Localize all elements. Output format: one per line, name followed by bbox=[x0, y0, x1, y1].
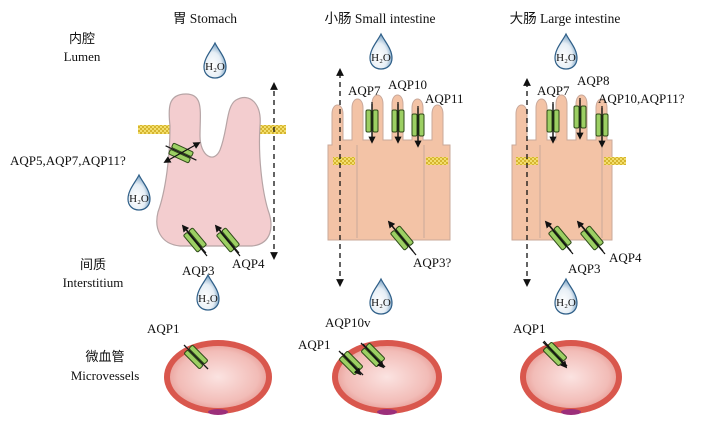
water-flow-arrow bbox=[214, 224, 241, 257]
tight-junction-left bbox=[333, 157, 355, 165]
tight-junction-right bbox=[252, 125, 286, 134]
stomach-aqp1-label: AQP1 bbox=[147, 321, 180, 336]
small-aqp7-label: AQP7 bbox=[348, 83, 381, 98]
large-aqp8-label: AQP8 bbox=[577, 73, 610, 88]
large-intestine-title: 大肠 Large intestine bbox=[510, 11, 621, 26]
water-flow-arrow bbox=[163, 142, 201, 163]
large-intestine-panel: H₂O AQP7 AQP8 AQP10,AQP11? AQP3 AQP4 H₂O bbox=[511, 33, 685, 415]
water-flow-arrow bbox=[576, 220, 606, 255]
water-flow-arrow bbox=[181, 224, 208, 257]
stomach-aqp3-label: AQP3 bbox=[182, 263, 215, 278]
stomach-title: 胃 Stomach bbox=[173, 11, 237, 26]
svg-text:H₂O: H₂O bbox=[371, 297, 391, 309]
tight-junction-right bbox=[604, 157, 626, 165]
small-aqp10-label: AQP10 bbox=[388, 77, 427, 92]
large-aqp4-label: AQP4 bbox=[609, 250, 642, 265]
small-aqp11-label: AQP11 bbox=[425, 91, 464, 106]
enterocyte-cell bbox=[327, 94, 451, 241]
water-drop-icon: H₂O bbox=[196, 274, 220, 311]
tight-junction-right bbox=[426, 157, 448, 165]
gastric-cell bbox=[156, 93, 272, 247]
svg-text:H₂O: H₂O bbox=[205, 61, 225, 73]
small-aqp3-label: AQP3? bbox=[413, 255, 452, 270]
svg-text:H₂O: H₂O bbox=[556, 297, 576, 309]
water-flow-arrow bbox=[387, 220, 417, 256]
svg-text:H₂O: H₂O bbox=[198, 293, 218, 305]
water-drop-icon: H₂O bbox=[554, 278, 578, 315]
lumen-label-zh: 内腔 bbox=[69, 31, 95, 46]
small-intestine-title: 小肠 Small intestine bbox=[325, 11, 436, 26]
small-intestine-panel: H₂O AQP7 AQP10 AQP11 AQP3? H₂O bbox=[298, 33, 464, 415]
microvessels-label-en: Microvessels bbox=[71, 368, 140, 383]
microvessels-label-zh: 微血管 bbox=[85, 349, 124, 364]
water-drop-icon: H₂O bbox=[203, 42, 227, 79]
interstitium-label-zh: 间质 bbox=[80, 257, 106, 272]
svg-text:H₂O: H₂O bbox=[371, 52, 391, 64]
large-aqp1-label: AQP1 bbox=[513, 321, 546, 336]
tight-junction-left bbox=[138, 125, 174, 134]
microvessel bbox=[164, 340, 272, 415]
microvessel bbox=[332, 340, 442, 415]
water-drop-icon: H₂O bbox=[554, 33, 578, 70]
large-aqp7-label: AQP7 bbox=[537, 83, 570, 98]
large-aqp3-label: AQP3 bbox=[568, 261, 601, 276]
water-flow-arrow bbox=[341, 352, 362, 376]
water-flow-arrow bbox=[544, 220, 574, 255]
water-drop-icon: H₂O bbox=[369, 33, 393, 70]
stomach-aqp4-label: AQP4 bbox=[232, 256, 265, 271]
water-flow-arrow bbox=[362, 343, 385, 369]
microvessel bbox=[520, 340, 622, 415]
interstitium-label-en: Interstitium bbox=[63, 275, 124, 290]
small-aqp10v-label: AQP10v bbox=[325, 315, 371, 330]
svg-text:H₂O: H₂O bbox=[129, 193, 149, 205]
lumen-label-en: Lumen bbox=[64, 49, 101, 64]
stomach-apical-aqp-label: AQP5,AQP7,AQP11? bbox=[10, 153, 126, 168]
large-aqp10-11-label: AQP10,AQP11? bbox=[598, 91, 685, 106]
small-aqp1-label: AQP1 bbox=[298, 337, 331, 352]
svg-text:H₂O: H₂O bbox=[556, 52, 576, 64]
water-flow-arrow bbox=[543, 340, 568, 369]
water-drop-icon: H₂O bbox=[369, 278, 393, 315]
water-drop-icon: H₂O bbox=[127, 174, 151, 211]
stomach-panel: H₂O AQP5,AQP7,AQP11? H₂O AQP3 AQP4 H₂O bbox=[10, 42, 286, 415]
